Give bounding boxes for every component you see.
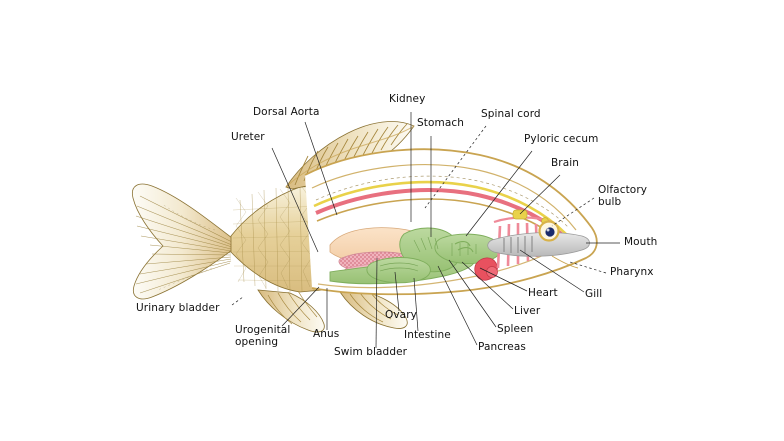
label-brain: Brain xyxy=(551,157,580,169)
caudal-fin xyxy=(131,183,233,300)
label-ureter: Ureter xyxy=(231,131,265,143)
label-gill: Gill xyxy=(585,288,603,300)
label-liver: Liver xyxy=(514,305,541,317)
label-urogenital-opening: Urogenital opening xyxy=(235,324,291,348)
heart xyxy=(474,257,498,281)
label-swim-bladder: Swim bladder xyxy=(334,346,408,358)
label-stomach: Stomach xyxy=(417,117,464,129)
brain xyxy=(512,209,528,220)
label-pyloric-cecum: Pyloric cecum xyxy=(524,133,599,145)
label-pharynx: Pharynx xyxy=(610,266,654,278)
label-mouth: Mouth xyxy=(624,236,658,248)
label-pancreas: Pancreas xyxy=(478,341,526,353)
leader-lines xyxy=(231,112,620,349)
fish-body-scales xyxy=(230,185,323,293)
anal-fin xyxy=(257,289,325,333)
label-urinary-bladder: Urinary bladder xyxy=(136,302,220,314)
pyloric-cecum xyxy=(454,241,474,253)
label-spinal-cord: Spinal cord xyxy=(481,108,541,120)
label-heart: Heart xyxy=(528,287,558,299)
label-kidney: Kidney xyxy=(389,93,426,105)
label-ovary: Ovary xyxy=(385,309,417,321)
eye xyxy=(538,220,560,242)
label-olfactory-bulb: Olfactory bulb xyxy=(598,184,648,208)
digestive-organs xyxy=(329,227,501,285)
label-spleen: Spleen xyxy=(497,323,534,335)
label-intestine: Intestine xyxy=(404,329,451,341)
label-dorsal-aorta: Dorsal Aorta xyxy=(253,106,320,118)
label-anus: Anus xyxy=(313,328,340,340)
